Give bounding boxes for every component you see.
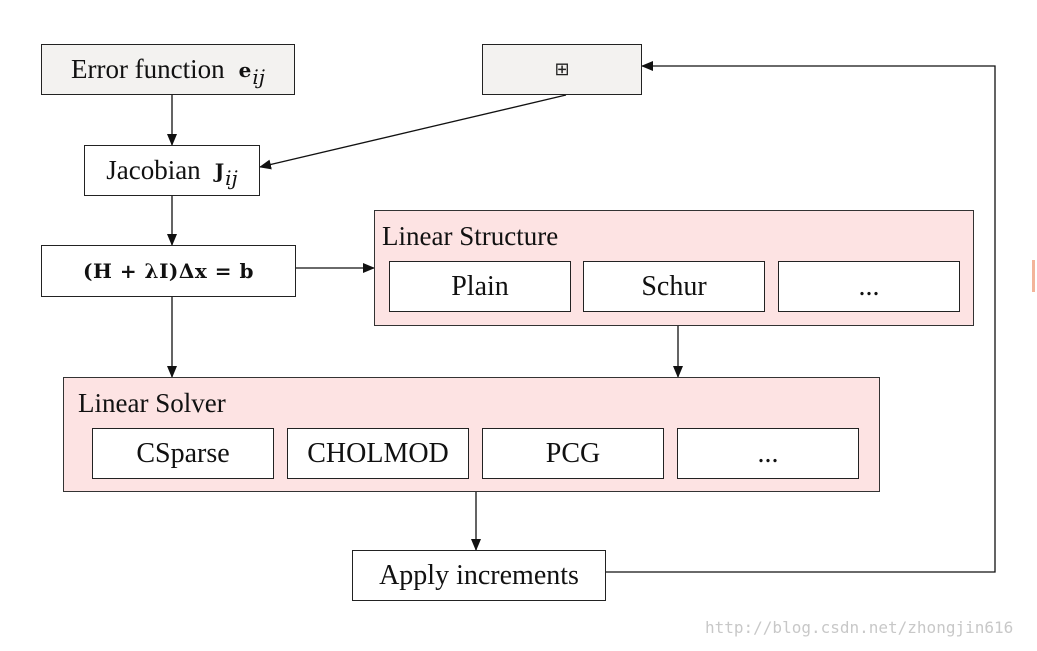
apply-increments-label: Apply increments [379, 559, 579, 591]
jacobian-label: Jacobian [106, 155, 201, 185]
structure-option-more: ... [778, 261, 960, 312]
arrow-placeholder-to-jacobian [259, 94, 567, 170]
jacobian-subscript: ij [225, 165, 238, 190]
structure-option-label: ... [858, 270, 880, 302]
solver-option-more: ... [677, 428, 859, 479]
normal-equation: (H + λI)Δx = b [83, 259, 254, 283]
boxed-plus-icon: ⊞ [554, 59, 570, 80]
linear-structure-panel: Linear Structure Plain Schur ... [374, 210, 974, 326]
solver-option-csparse: CSparse [92, 428, 274, 479]
solver-option-label: CHOLMOD [307, 437, 449, 469]
jacobian-symbol: J [214, 158, 225, 183]
solver-option-cholmod: CHOLMOD [287, 428, 469, 479]
solver-option-label: CSparse [136, 437, 230, 469]
structure-option-plain: Plain [389, 261, 571, 312]
error-symbol: e [238, 57, 252, 82]
equation-box: (H + λI)Δx = b [41, 245, 296, 297]
apply-increments-box: Apply increments [352, 550, 606, 601]
linear-solver-title: Linear Solver [78, 388, 226, 418]
solver-option-label: ... [757, 437, 779, 469]
solver-option-pcg: PCG [482, 428, 664, 479]
structure-option-schur: Schur [583, 261, 765, 312]
solver-option-label: PCG [545, 437, 601, 469]
error-subscript: ij [252, 64, 266, 89]
linear-solver-panel: Linear Solver CSparse CHOLMOD PCG ... [63, 377, 880, 492]
placeholder-box: ⊞ [482, 44, 642, 95]
error-function-label: Error function [70, 54, 225, 84]
page-edge-tab [1032, 260, 1035, 292]
arrow-apply-feedback-loop [606, 61, 996, 573]
watermark-url: http://blog.csdn.net/zhongjin616 [705, 618, 1014, 637]
structure-option-label: Plain [451, 270, 509, 302]
linear-structure-title: Linear Structure [382, 221, 559, 251]
structure-option-label: Schur [641, 270, 707, 302]
